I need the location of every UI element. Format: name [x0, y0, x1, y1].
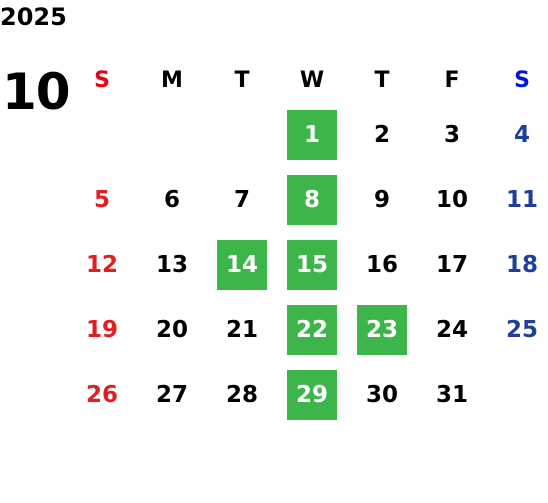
- day-number: 21: [225, 316, 258, 343]
- day-cell: 30: [347, 362, 417, 427]
- day-cell: 10: [417, 167, 487, 232]
- day-number: 26: [85, 381, 118, 408]
- day-cell: 18: [487, 232, 548, 297]
- day-number: 3: [443, 121, 460, 148]
- day-cell: 20: [137, 297, 207, 362]
- day-number: 5: [93, 186, 110, 213]
- day-number: 24: [435, 316, 468, 343]
- weekday-header-wed: W: [299, 67, 325, 93]
- day-cell: 4: [487, 102, 548, 167]
- day-cell: 19: [67, 297, 137, 362]
- day-number: 8: [287, 174, 337, 225]
- day-number: [497, 370, 547, 420]
- day-number: 29: [287, 369, 337, 420]
- day-cell: [207, 102, 277, 167]
- day-number: 11: [505, 186, 538, 213]
- highlighted-day-cell: 29: [277, 362, 347, 427]
- day-number: 2: [373, 121, 390, 148]
- day-number: 23: [357, 304, 407, 355]
- day-cell: 3: [417, 102, 487, 167]
- day-cell: 11: [487, 167, 548, 232]
- day-number: 12: [85, 251, 118, 278]
- day-cell: 31: [417, 362, 487, 427]
- highlighted-day-cell: 15: [277, 232, 347, 297]
- day-cell: 27: [137, 362, 207, 427]
- day-cell: 17: [417, 232, 487, 297]
- day-number: 28: [225, 381, 258, 408]
- day-number: 10: [435, 186, 468, 213]
- day-number: 25: [505, 316, 538, 343]
- day-number: 30: [365, 381, 398, 408]
- highlighted-day-cell: 8: [277, 167, 347, 232]
- day-number: 19: [85, 316, 118, 343]
- year-label: 2025: [0, 3, 67, 31]
- day-number: 14: [217, 239, 267, 290]
- day-cell: 25: [487, 297, 548, 362]
- weekday-header-thu: T: [374, 67, 390, 93]
- day-cell: 26: [67, 362, 137, 427]
- day-cell: 21: [207, 297, 277, 362]
- weekday-header-tue: T: [234, 67, 250, 93]
- highlighted-day-cell: 1: [277, 102, 347, 167]
- day-number: 13: [155, 251, 188, 278]
- calendar-grid: S M T W T F S 1 2 3 4 5 6 7 8 9 10 11 12…: [67, 58, 548, 427]
- day-number: 17: [435, 251, 468, 278]
- day-cell: [137, 102, 207, 167]
- day-cell: 5: [67, 167, 137, 232]
- day-cell: 9: [347, 167, 417, 232]
- day-cell: 12: [67, 232, 137, 297]
- weekday-header-sun: S: [94, 67, 110, 93]
- day-cell: [487, 362, 548, 427]
- highlighted-day-cell: 22: [277, 297, 347, 362]
- day-number: 7: [233, 186, 250, 213]
- day-cell: [67, 102, 137, 167]
- day-cell: 24: [417, 297, 487, 362]
- month-label: 10: [2, 63, 71, 121]
- day-number: 4: [513, 121, 530, 148]
- day-number: 27: [155, 381, 188, 408]
- weekday-header-sat: S: [514, 67, 530, 93]
- day-number: 20: [155, 316, 188, 343]
- day-cell: 13: [137, 232, 207, 297]
- day-number: 6: [163, 186, 180, 213]
- day-number: 1: [287, 109, 337, 160]
- day-number: [77, 110, 127, 160]
- day-cell: 28: [207, 362, 277, 427]
- day-cell: 7: [207, 167, 277, 232]
- day-number: 22: [287, 304, 337, 355]
- day-number: 16: [365, 251, 398, 278]
- day-number: [147, 110, 197, 160]
- weekday-header-mon: M: [161, 67, 183, 93]
- highlighted-day-cell: 23: [347, 297, 417, 362]
- day-number: 15: [287, 239, 337, 290]
- day-cell: 2: [347, 102, 417, 167]
- day-number: 18: [505, 251, 538, 278]
- day-cell: 6: [137, 167, 207, 232]
- highlighted-day-cell: 14: [207, 232, 277, 297]
- day-number: 9: [373, 186, 390, 213]
- weekday-header-fri: F: [444, 67, 460, 93]
- day-number: [217, 110, 267, 160]
- day-cell: 16: [347, 232, 417, 297]
- day-number: 31: [435, 381, 468, 408]
